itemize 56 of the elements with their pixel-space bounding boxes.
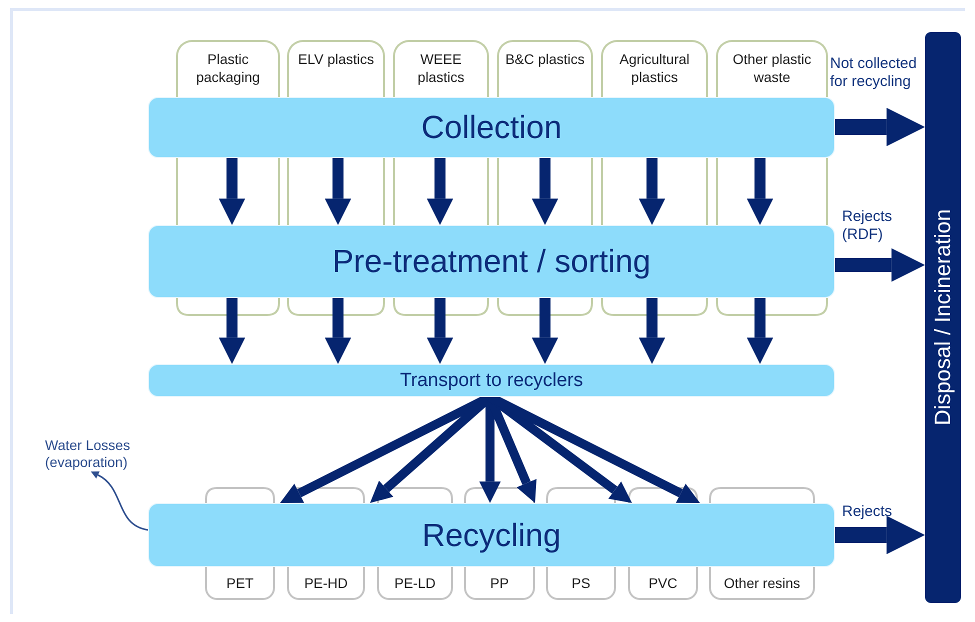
block-arrow xyxy=(218,298,246,364)
source-column-box xyxy=(497,40,593,97)
block-arrow xyxy=(218,158,246,225)
source-column-box xyxy=(601,40,708,97)
node-label: ELV plastics xyxy=(298,50,374,69)
block-arrow xyxy=(835,248,925,282)
node-label: PS xyxy=(572,575,590,591)
block-arrow xyxy=(324,158,352,225)
resin-box xyxy=(464,567,535,600)
block-arrow xyxy=(532,158,558,225)
node-label: B&C plastics xyxy=(505,50,585,69)
source-column-box xyxy=(287,40,385,97)
node-label: Plastic packaging xyxy=(195,50,261,87)
resin-box xyxy=(205,567,275,600)
curved-arrow xyxy=(91,470,148,531)
disposal-bar xyxy=(925,32,961,603)
note-text: Water Losses (evaporation) xyxy=(45,437,155,473)
node-label: PVC xyxy=(648,575,678,591)
block-arrow xyxy=(426,298,454,364)
edge-label: Not collected for recycling xyxy=(830,55,918,91)
block-arrow xyxy=(532,298,558,364)
node-label: Transport to recyclers xyxy=(400,370,583,392)
block-arrow xyxy=(835,516,925,554)
block-arrow xyxy=(426,158,454,225)
edge-label: Rejects (RDF) xyxy=(842,208,894,244)
node-label: Agricultural plastics xyxy=(618,50,691,87)
edge-label: Rejects xyxy=(842,503,894,521)
resin-box xyxy=(287,567,365,600)
node-label: PET xyxy=(226,575,254,591)
block-arrow xyxy=(638,298,666,364)
block-arrow xyxy=(324,298,352,364)
block-arrow xyxy=(835,108,925,146)
resin-box xyxy=(628,567,698,600)
source-column-box xyxy=(393,40,489,97)
process-band xyxy=(148,364,835,397)
resin-box xyxy=(377,567,453,600)
node-label: Other resins xyxy=(724,575,800,591)
process-band xyxy=(148,225,835,298)
node-label: PP xyxy=(490,575,509,591)
source-column-box xyxy=(716,40,828,97)
node-label: PE-LD xyxy=(394,575,436,591)
node-label: Disposal / Incineration xyxy=(930,209,956,426)
node-label: PE-HD xyxy=(304,575,348,591)
block-arrow xyxy=(638,158,666,225)
node-label: Collection xyxy=(421,109,562,146)
node-label: Recycling xyxy=(422,516,561,554)
resin-box xyxy=(546,567,616,600)
source-column-box xyxy=(176,40,280,97)
node-label: Other plastic waste xyxy=(732,50,812,87)
node-label: WEEE plastics xyxy=(416,50,466,87)
process-band xyxy=(148,503,835,567)
resin-box xyxy=(709,567,815,600)
block-arrow xyxy=(746,158,774,225)
node-label: Pre-treatment / sorting xyxy=(332,243,651,280)
process-band xyxy=(148,97,835,158)
block-arrow xyxy=(746,298,774,364)
